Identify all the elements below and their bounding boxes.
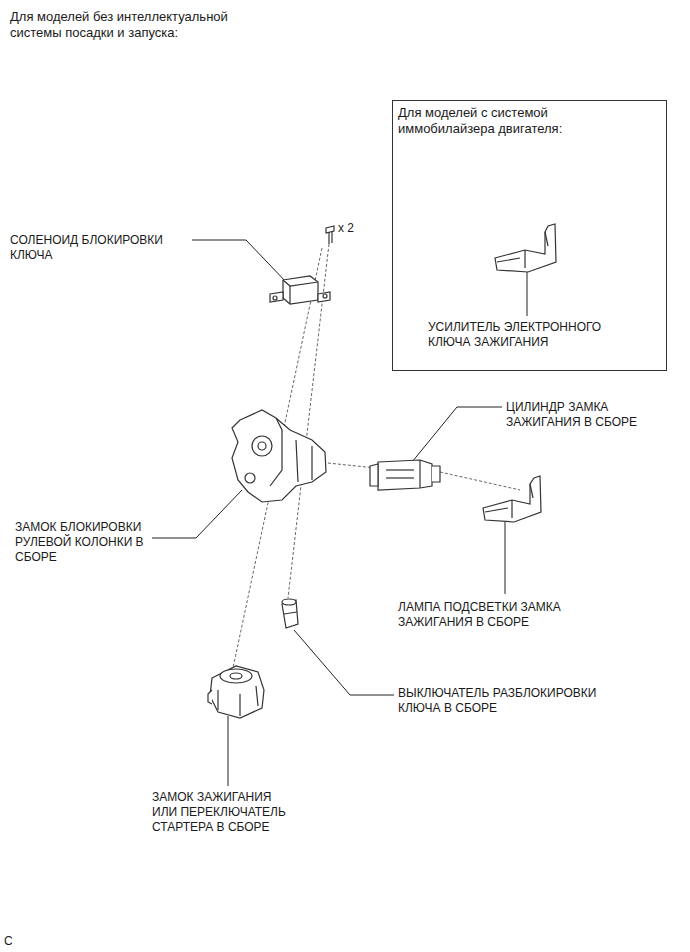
part-label: ЦИЛИНДР ЗАМКА ЗАЖИГАНИЯ В СБОРЕ [506, 400, 658, 430]
diagram-title: Для моделей без интеллектуальной системы… [10, 9, 265, 41]
part-label: ЛАМПА ПОДСВЕТКИ ЗАМКА ЗАЖИГАНИЯ В СБОРЕ [398, 600, 588, 630]
part-label: ЗАМОК ЗАЖИГАНИЯ ИЛИ ПЕРЕКЛЮЧАТЕЛЬ СТАРТЕ… [152, 790, 299, 835]
part-label: УСИЛИТЕЛЬ ЭЛЕКТРОННОГО КЛЮЧА ЗАЖИГАНИЯ [428, 320, 633, 350]
part-label: ВЫКЛЮЧАТЕЛЬ РАЗБЛОКИРОВКИ КЛЮЧА В СБОРЕ [398, 686, 626, 716]
figure-code: C [4, 934, 24, 949]
quantity: x 2 [338, 221, 368, 236]
inset-heading: Для моделей с системой иммобилайзера дви… [398, 105, 603, 137]
part-label: СОЛЕНОИД БЛОКИРОВКИ КЛЮЧА [10, 233, 180, 263]
part-label: ЗАМОК БЛОКИРОВКИ РУЛЕВОЙ КОЛОНКИ В СБОРЕ [15, 520, 155, 565]
